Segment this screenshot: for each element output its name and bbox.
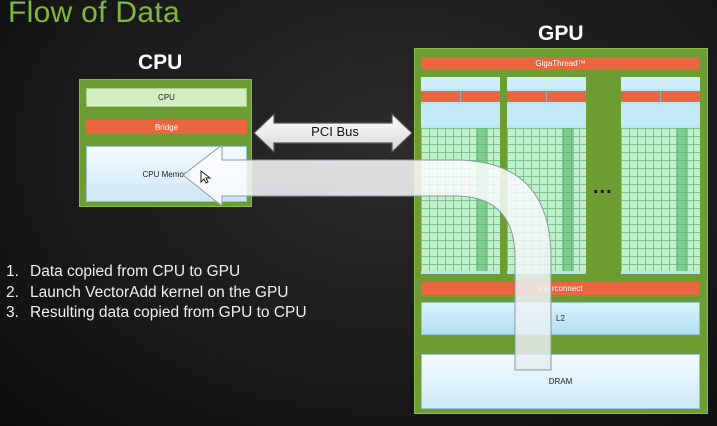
gpu-heading: GPU — [538, 22, 584, 45]
list-item: 1. Data copied from CPU to GPU — [6, 263, 241, 280]
streaming-multiprocessor — [507, 77, 586, 274]
pci-bus-label: PCI Bus — [311, 124, 359, 139]
cpu-chip: CPU — [86, 88, 247, 107]
steps-list: 1. Data copied from CPU to GPU 2. Launch… — [6, 262, 307, 324]
cpu-heading: CPU — [138, 51, 183, 74]
list-item: 2. Launch VectorAdd kernel on the GPU — [6, 283, 289, 301]
gpu-board: GigaThread™ Interconnect L2 DRAM — [414, 48, 708, 414]
streaming-multiprocessor — [421, 77, 500, 274]
slide-title: Flow of Data — [8, 0, 180, 29]
dram: DRAM — [421, 354, 700, 409]
l2-cache: L2 — [421, 302, 700, 335]
cpu-memory: CPU Memory — [86, 146, 247, 202]
gigathread-bar: GigaThread™ — [421, 57, 700, 70]
mouse-cursor-icon — [200, 170, 212, 184]
bridge-chip: Bridge — [86, 120, 247, 134]
list-item: 3. Resulting data copied from GPU to CPU — [6, 304, 307, 321]
streaming-multiprocessor — [621, 77, 700, 274]
cpu-board: CPU Bridge CPU Memory — [79, 79, 252, 207]
interconnect-bar: Interconnect — [421, 282, 700, 295]
more-sm-ellipsis: ... — [593, 176, 613, 198]
